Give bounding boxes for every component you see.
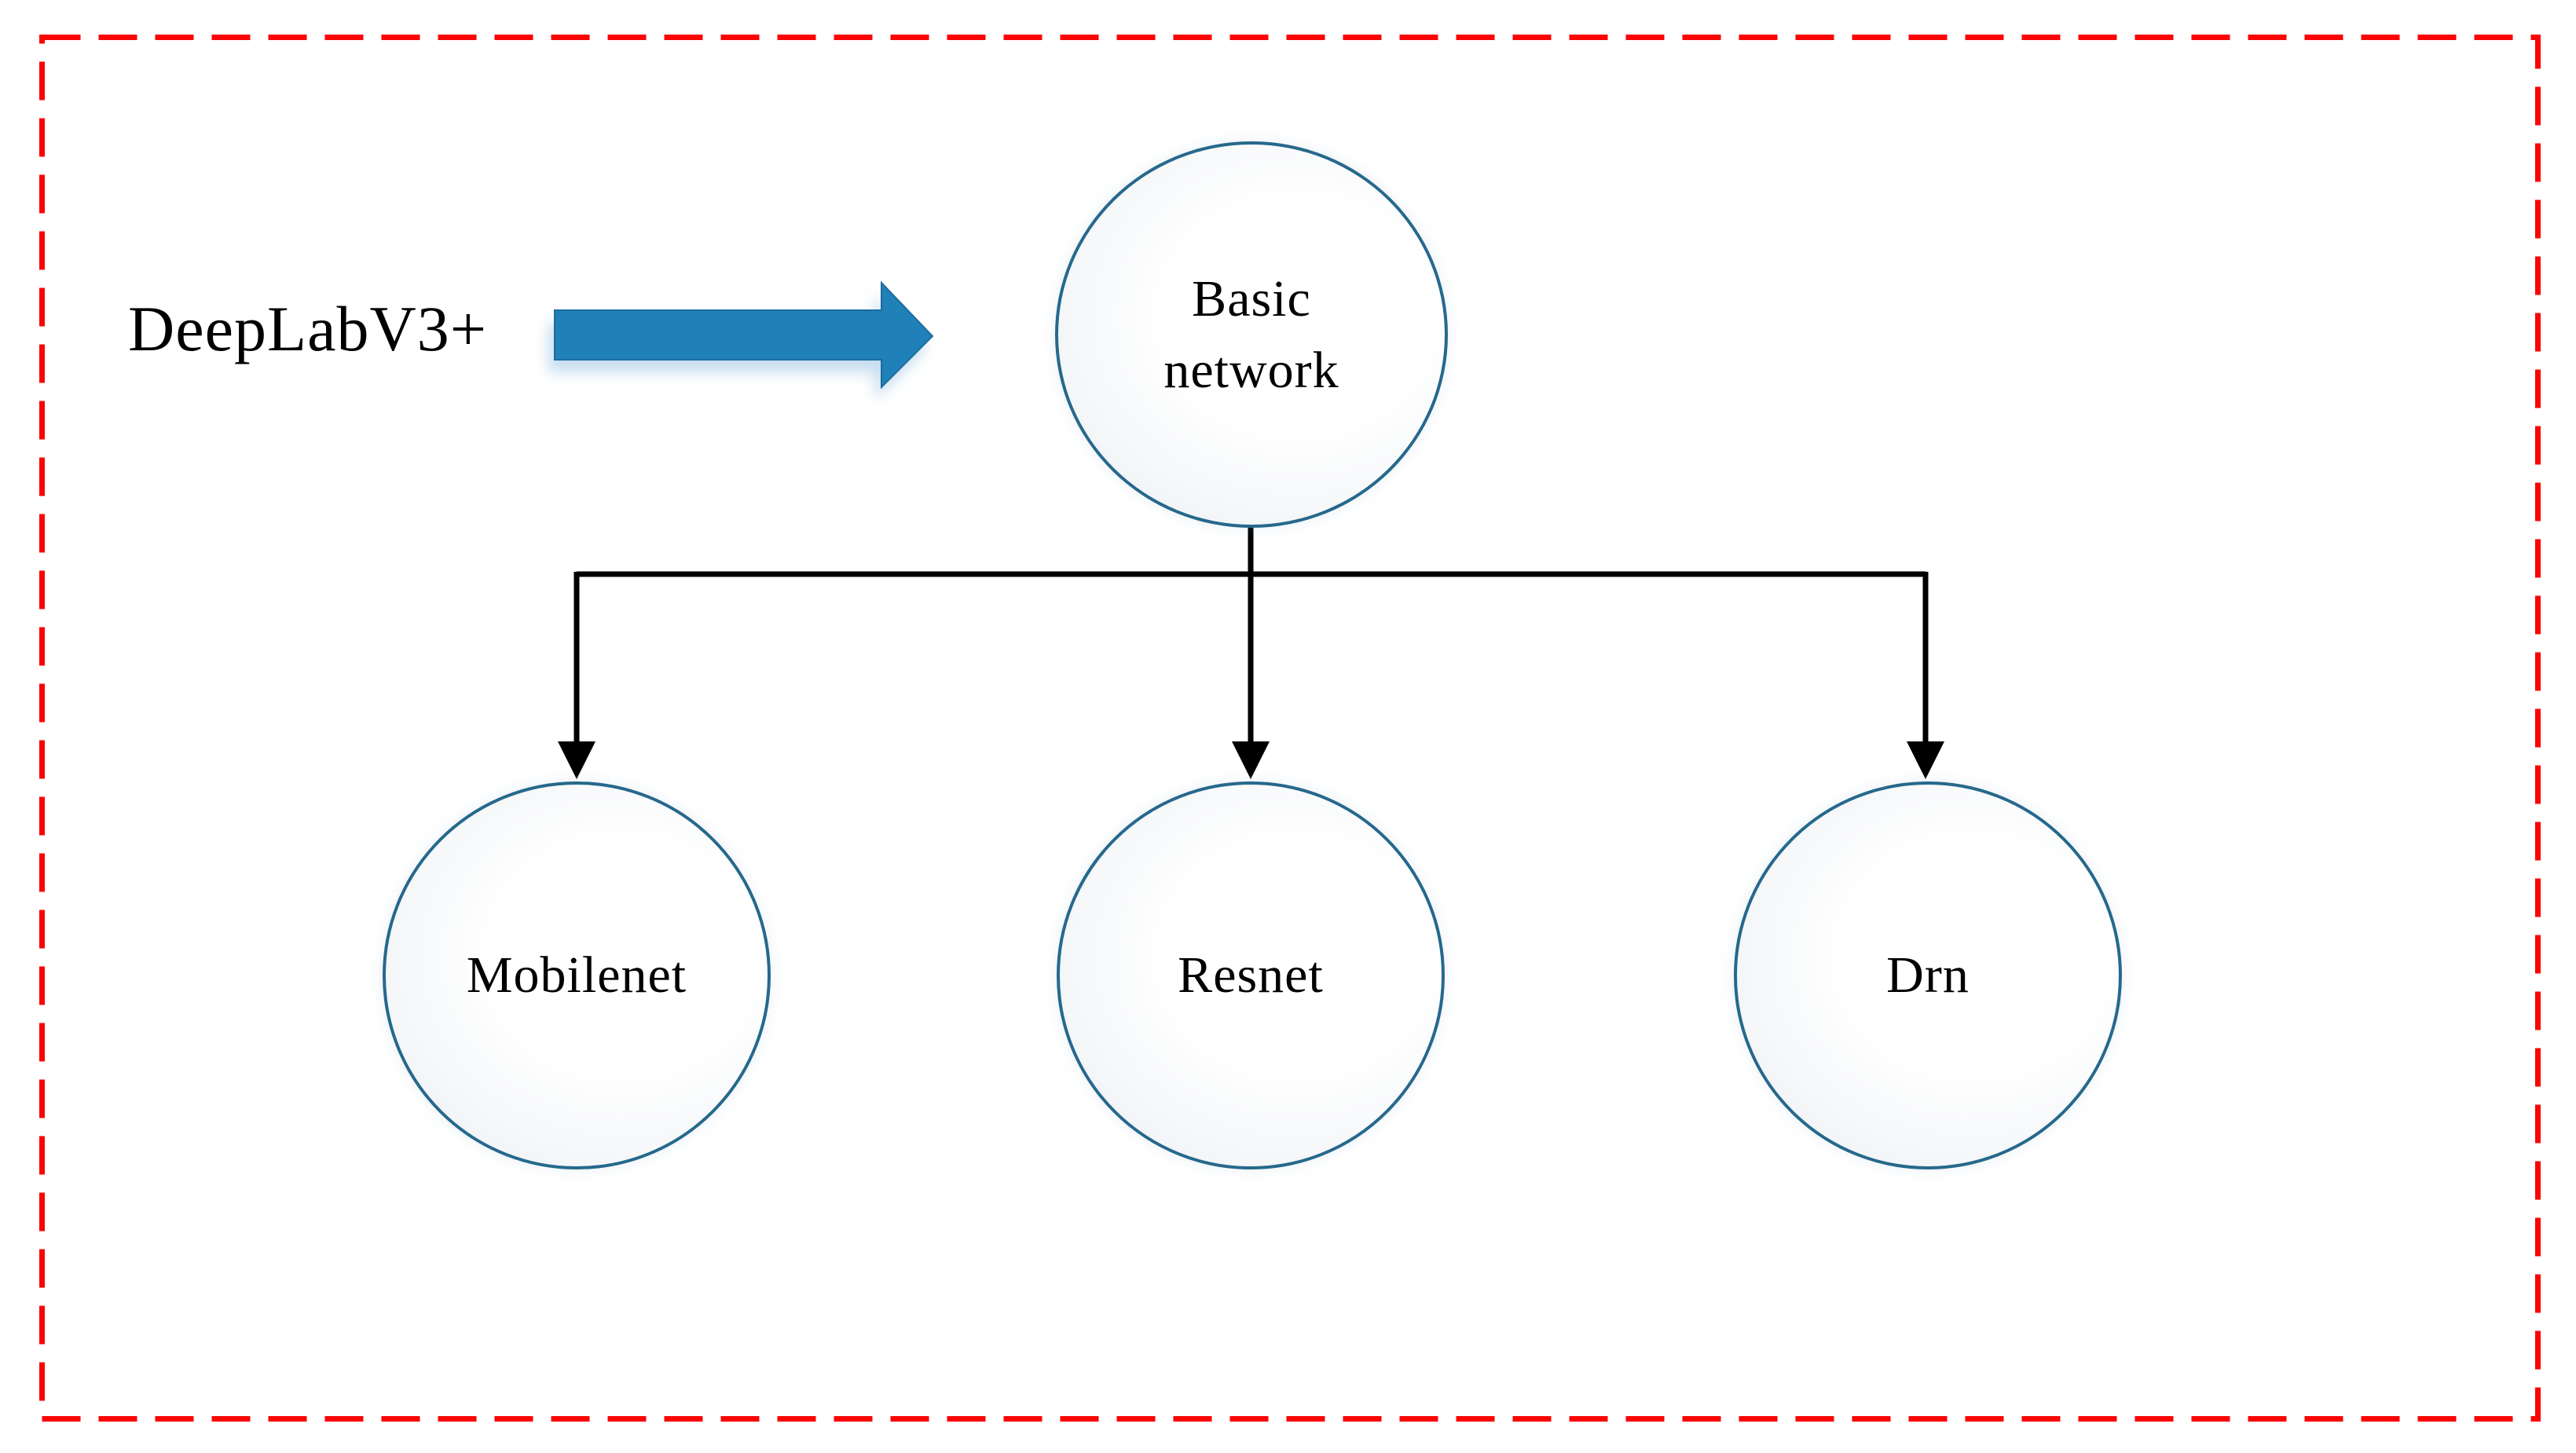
arrowhead-down-left-icon (558, 741, 595, 779)
arrowhead-down-right-icon (1907, 741, 1944, 779)
node-resnet: Resnet (1057, 781, 1445, 1169)
node-drn: Drn (1734, 781, 2122, 1169)
node-basic-network-label: Basic network (1163, 269, 1339, 399)
figure-dashed-border (39, 35, 2541, 1422)
arrowhead-down-middle-icon (1232, 741, 1270, 779)
node-drn-label: Drn (1886, 946, 1970, 1005)
node-basic-network: Basic network (1055, 141, 1448, 528)
deeplab-title-label: DeepLabV3+ (128, 293, 487, 364)
blue-arrow-icon (554, 280, 934, 390)
node-resnet-label: Resnet (1178, 946, 1324, 1005)
node-mobilenet-label: Mobilenet (466, 946, 687, 1005)
node-mobilenet: Mobilenet (383, 781, 771, 1169)
